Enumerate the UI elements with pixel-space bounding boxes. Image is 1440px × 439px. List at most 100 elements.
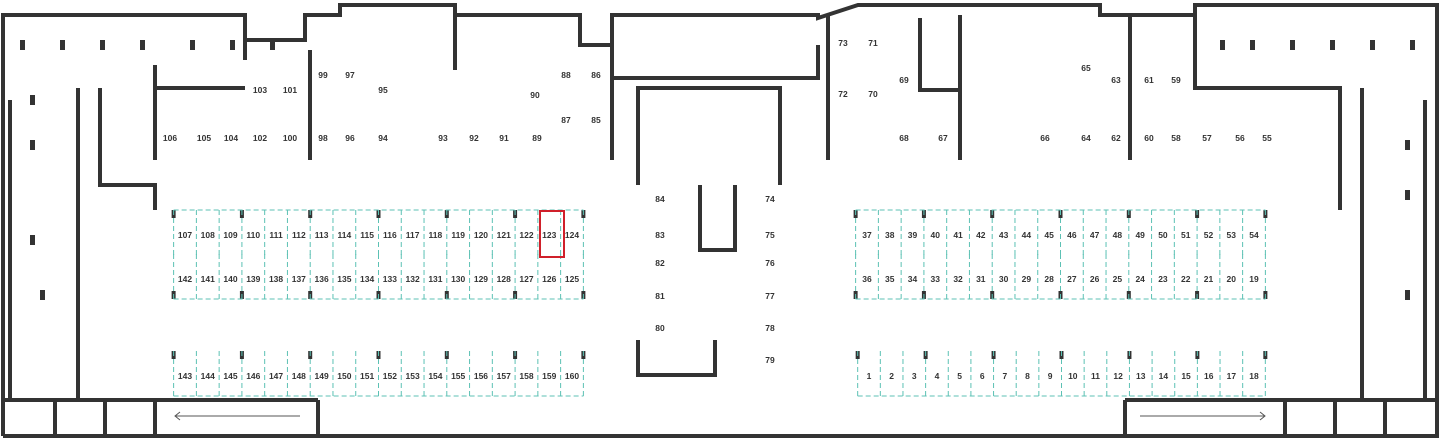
parking-spot-110[interactable]: 110 [246, 230, 261, 240]
parking-spot-15[interactable]: 15 [1181, 371, 1191, 381]
parking-spot-10[interactable]: 10 [1068, 371, 1078, 381]
parking-spot-34[interactable]: 34 [907, 274, 918, 284]
parking-spot-12[interactable]: 12 [1113, 371, 1123, 381]
parking-spot-105[interactable]: 105 [196, 133, 212, 143]
parking-spot-25[interactable]: 25 [1112, 274, 1123, 284]
parking-spot-21[interactable]: 21 [1203, 274, 1214, 284]
parking-spot-73[interactable]: 73 [838, 38, 848, 48]
parking-spot-53[interactable]: 53 [1226, 230, 1236, 240]
parking-spot-36[interactable]: 36 [862, 274, 872, 284]
parking-spot-84[interactable]: 84 [655, 194, 665, 204]
parking-spot-153[interactable]: 153 [405, 371, 420, 381]
parking-spot-134[interactable]: 134 [360, 274, 375, 284]
parking-spot-18[interactable]: 18 [1249, 371, 1259, 381]
parking-spot-8[interactable]: 8 [1025, 371, 1030, 381]
parking-spot-31[interactable]: 31 [976, 274, 986, 284]
parking-spot-143[interactable]: 143 [177, 371, 193, 381]
parking-spot-65[interactable]: 65 [1081, 63, 1091, 73]
parking-spot-160[interactable]: 160 [564, 371, 580, 381]
parking-spot-78[interactable]: 78 [765, 323, 775, 333]
parking-spot-139[interactable]: 139 [246, 274, 261, 284]
parking-spot-64[interactable]: 64 [1081, 133, 1091, 143]
parking-spot-17[interactable]: 17 [1226, 371, 1237, 381]
parking-spot-127[interactable]: 127 [519, 274, 534, 284]
parking-spot-49[interactable]: 49 [1135, 230, 1145, 240]
parking-spot-2[interactable]: 2 [889, 371, 895, 381]
parking-spot-142[interactable]: 142 [177, 274, 193, 284]
parking-spot-79[interactable]: 79 [765, 355, 775, 365]
parking-spot-119[interactable]: 119 [451, 230, 466, 240]
parking-spot-95[interactable]: 95 [378, 85, 388, 95]
parking-spot-100[interactable]: 100 [282, 133, 298, 143]
parking-spot-13[interactable]: 13 [1136, 371, 1146, 381]
parking-spot-114[interactable]: 114 [337, 230, 352, 240]
parking-spot-141[interactable]: 141 [200, 274, 215, 284]
parking-spot-154[interactable]: 154 [428, 371, 443, 381]
parking-spot-11[interactable]: 11 [1090, 371, 1100, 381]
parking-spot-43[interactable]: 43 [998, 230, 1009, 240]
parking-spot-61[interactable]: 61 [1144, 75, 1154, 85]
parking-spot-146[interactable]: 146 [246, 371, 261, 381]
parking-spot-135[interactable]: 135 [337, 274, 352, 284]
parking-spot-112[interactable]: 112 [291, 230, 306, 240]
parking-spot-93[interactable]: 93 [438, 133, 448, 143]
parking-spot-32[interactable]: 32 [953, 274, 963, 284]
parking-spot-85[interactable]: 85 [591, 115, 601, 125]
parking-spot-50[interactable]: 50 [1158, 230, 1168, 240]
parking-spot-103[interactable]: 103 [252, 85, 268, 95]
parking-spot-137[interactable]: 137 [291, 274, 306, 284]
parking-spot-1[interactable]: 1 [866, 371, 872, 381]
parking-spot-96[interactable]: 96 [345, 133, 355, 143]
parking-spot-40[interactable]: 40 [930, 230, 941, 240]
parking-spot-118[interactable]: 118 [428, 230, 443, 240]
parking-spot-94[interactable]: 94 [378, 133, 388, 143]
parking-spot-58[interactable]: 58 [1171, 133, 1181, 143]
parking-spot-14[interactable]: 14 [1158, 371, 1169, 381]
parking-spot-38[interactable]: 38 [885, 230, 895, 240]
parking-spot-159[interactable]: 159 [542, 371, 557, 381]
parking-spot-99[interactable]: 99 [318, 70, 328, 80]
parking-spot-109[interactable]: 109 [223, 230, 238, 240]
parking-spot-116[interactable]: 116 [383, 230, 397, 240]
parking-spot-59[interactable]: 59 [1171, 75, 1181, 85]
parking-spot-158[interactable]: 158 [519, 371, 534, 381]
parking-spot-147[interactable]: 147 [268, 371, 284, 381]
parking-spot-125[interactable]: 125 [564, 274, 580, 284]
parking-spot-157[interactable]: 157 [496, 371, 511, 381]
parking-spot-123[interactable]: 123 [542, 230, 557, 240]
parking-spot-80[interactable]: 80 [655, 323, 665, 333]
parking-spot-81[interactable]: 81 [655, 291, 665, 301]
parking-spot-152[interactable]: 152 [382, 371, 397, 381]
parking-spot-24[interactable]: 24 [1135, 274, 1145, 284]
parking-spot-19[interactable]: 19 [1249, 274, 1259, 284]
parking-spot-3[interactable]: 3 [911, 371, 917, 381]
parking-spot-29[interactable]: 29 [1021, 274, 1032, 284]
parking-spot-70[interactable]: 70 [868, 89, 878, 99]
parking-spot-76[interactable]: 76 [765, 258, 775, 268]
parking-spot-126[interactable]: 126 [542, 274, 557, 284]
parking-spot-42[interactable]: 42 [976, 230, 986, 240]
parking-spot-52[interactable]: 52 [1203, 230, 1214, 240]
parking-spot-71[interactable]: 71 [868, 38, 878, 48]
parking-spot-63[interactable]: 63 [1111, 75, 1121, 85]
parking-spot-128[interactable]: 128 [496, 274, 511, 284]
parking-spot-26[interactable]: 26 [1089, 274, 1100, 284]
parking-spot-145[interactable]: 145 [223, 371, 238, 381]
parking-spot-102[interactable]: 102 [252, 133, 268, 143]
parking-spot-33[interactable]: 33 [930, 274, 941, 284]
parking-spot-101[interactable]: 101 [282, 85, 298, 95]
parking-spot-86[interactable]: 86 [591, 70, 601, 80]
parking-spot-104[interactable]: 104 [223, 133, 239, 143]
parking-spot-69[interactable]: 69 [899, 75, 909, 85]
parking-spot-7[interactable]: 7 [1002, 371, 1008, 381]
parking-spot-20[interactable]: 20 [1226, 274, 1236, 284]
parking-spot-107[interactable]: 107 [177, 230, 193, 240]
parking-spot-46[interactable]: 46 [1067, 230, 1077, 240]
parking-spot-82[interactable]: 82 [655, 258, 665, 268]
parking-spot-138[interactable]: 138 [268, 274, 284, 284]
parking-spot-122[interactable]: 122 [519, 230, 534, 240]
parking-spot-22[interactable]: 22 [1180, 274, 1191, 284]
parking-spot-48[interactable]: 48 [1112, 230, 1123, 240]
parking-spot-72[interactable]: 72 [838, 89, 848, 99]
parking-spot-37[interactable]: 37 [862, 230, 872, 240]
